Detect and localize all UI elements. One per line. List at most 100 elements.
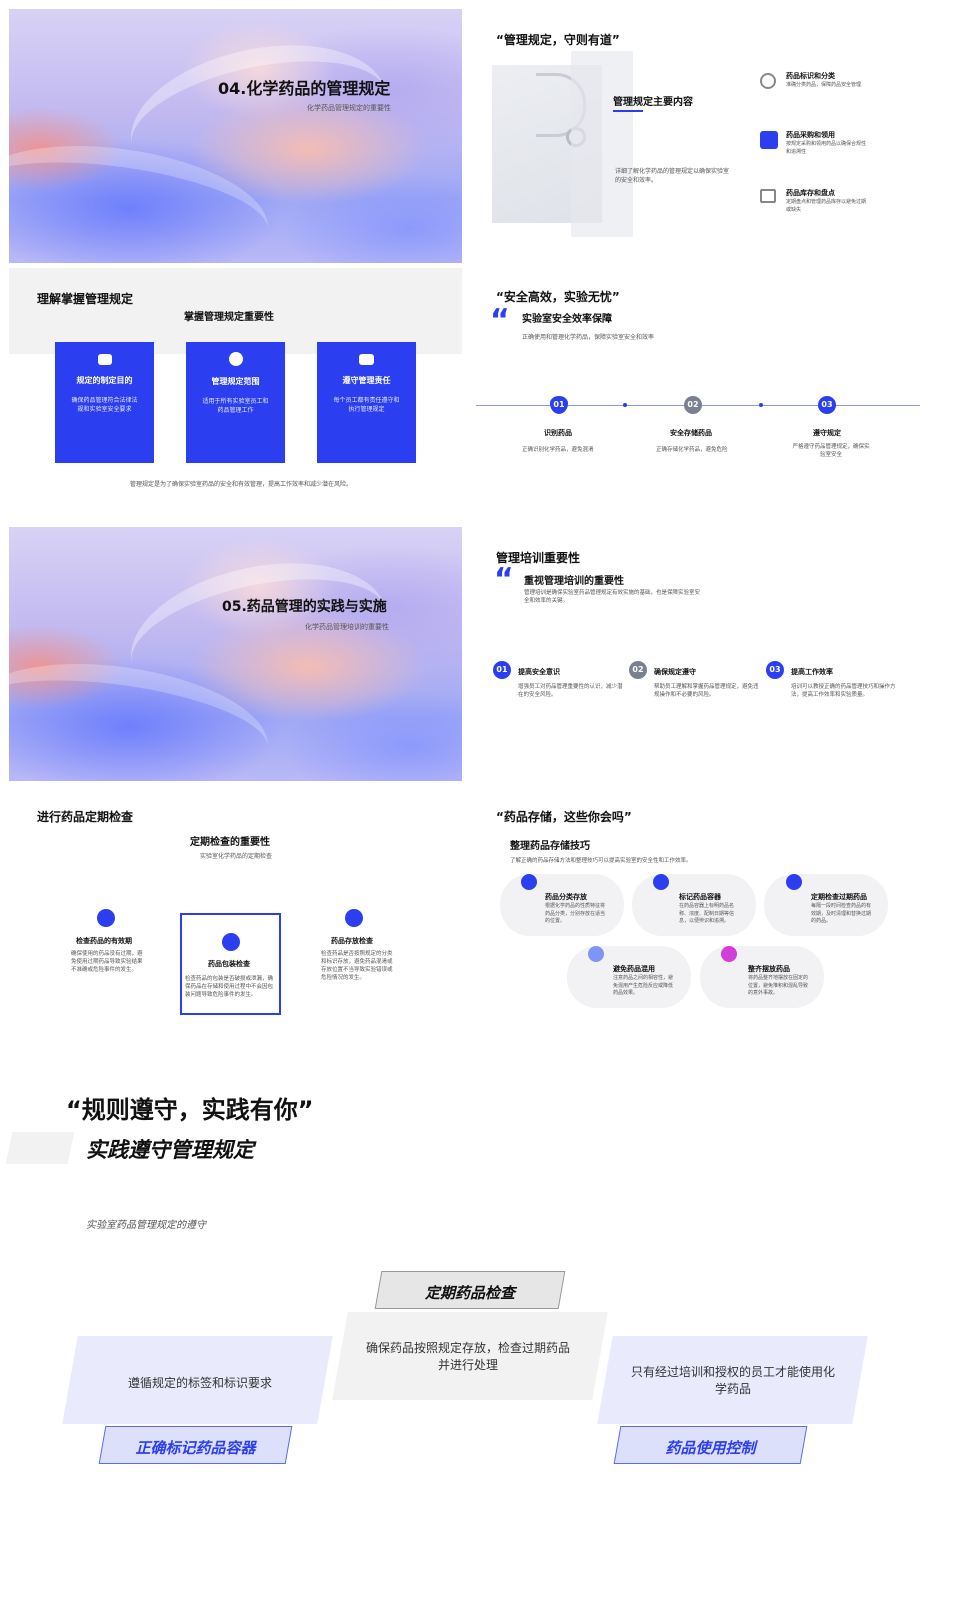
slide-heading: 重视管理培训的重要性	[524, 576, 624, 587]
chapter-title: 05.药品管理的实践与实施	[222, 599, 387, 615]
right-label: 药品使用控制	[665, 1439, 756, 1457]
overlay-panel	[571, 51, 633, 237]
step-number: 02	[684, 396, 702, 414]
card-title: 规定的制定目的	[76, 376, 133, 385]
screen-icon	[760, 131, 778, 149]
slide-safety-efficiency: “安全高效，实验无忧” “ 实验室安全效率保障 正确使用和管理化学药品，保障实验…	[476, 268, 929, 498]
step-desc: 正确识别化学药品，避免混淆	[522, 447, 594, 453]
item-desc: 定期盘点和管理药品库存以避免过期或缺失	[786, 199, 867, 213]
tip-card	[500, 874, 624, 936]
tip-card	[700, 946, 824, 1008]
item-title: 药品包装检查	[208, 960, 250, 968]
slide-desc: 管理培训是确保实验室药品管理规定有效实施的基础，也是保障实验室安全和效率的关键。	[524, 590, 701, 604]
slide-quote: “规则遵守，实践有你”	[66, 1096, 314, 1124]
step-title: 遵守规定	[813, 429, 841, 437]
slide-title: 理解掌握管理规定	[37, 292, 134, 306]
tip-desc: 注意药品之间的相容性，避免混用产生危险反应或降低药品效果。	[613, 975, 674, 996]
slide-footer: 管理规定是为了确保实验室药品的安全和有效管理，提高工作效率和减少潜在风险。	[130, 481, 353, 488]
card-responsibility: 遵守管理责任 每个员工都有责任遵守和执行管理规定	[317, 342, 416, 463]
slide-quote: “药品存储，这些你会吗”	[496, 810, 632, 824]
card-title: 管理规定范围	[211, 377, 260, 386]
slide-desc: 了解正确的药品存储方法和整理技巧可以提高实验室的安全性和工作效率。	[510, 858, 692, 864]
tip-card	[632, 874, 756, 936]
slide-understand-regulations: 理解掌握管理规定 掌握管理规定重要性 规定的制定目的 确保药品管理符合法律法规和…	[9, 268, 462, 498]
slide-training-importance: 管理培训重要性 “ 重视管理培训的重要性 管理培训是确保实验室药品管理规定有效实…	[476, 527, 929, 781]
image-icon	[97, 909, 115, 927]
left-label: 正确标记药品容器	[135, 1439, 256, 1457]
briefcase-icon	[97, 354, 112, 365]
center-panel-text: 确保药品按照规定存放，检查过期药品并进行处理	[366, 1341, 571, 1372]
mail-icon	[588, 946, 604, 962]
slide-caption: 实验室化学药品的定期检查	[200, 853, 273, 860]
slide-chapter-05: 05.药品管理的实践与实施 化学药品管理培训的重要性	[9, 527, 462, 781]
step-title: 安全存储药品	[670, 429, 712, 437]
item-desc: 准确分类药品，保障药品安全管理	[786, 82, 862, 88]
item-title: 药品采购和领用	[786, 131, 835, 139]
tip-card	[764, 874, 888, 936]
slide-heading: 实验室安全效率保障	[522, 314, 612, 325]
tip-card	[567, 946, 691, 1008]
camera-icon	[760, 73, 776, 89]
card-title: 遵守管理责任	[342, 376, 391, 385]
slide-title: 进行药品定期检查	[37, 810, 134, 824]
card-desc: 每个员工都有责任遵守和执行管理规定	[333, 397, 400, 413]
step-desc: 正确存储化学药品，避免危险	[656, 447, 728, 453]
step-title: 识别药品	[544, 429, 572, 437]
item-number: 02	[629, 661, 647, 679]
item-desc: 确保使用的药品没有过期，避免使用过期药品导致实验结果不准确或危险事件的发生。	[71, 951, 143, 973]
item-title: 药品库存和盘点	[786, 189, 835, 197]
tip-title: 避免药品混用	[613, 965, 655, 973]
slide-caption: 实验室药品管理规定的遵守	[86, 1220, 206, 1231]
slide-storage-tips: “药品存储，这些你会吗” 整理药品存储技巧 了解正确的药品存储方法和整理技巧可以…	[476, 786, 929, 1040]
highlight-box	[180, 913, 281, 1015]
item-title: 提高工作效率	[791, 668, 833, 676]
content-desc: 详细了解化学药品的管理规定以确保实验室的安全和效率。	[615, 168, 730, 184]
tip-desc: 在药品容器上标明药品名称、浓度、配制日期等信息，以便辨识和追溯。	[679, 903, 735, 924]
item-number: 01	[493, 661, 511, 679]
tip-desc: 每隔一段时间检查药品的有效期，及时清理和替换过期的药品。	[811, 903, 872, 924]
flask-icon	[345, 909, 363, 927]
quote-icon: “	[494, 562, 514, 597]
center-label: 定期药品检查	[424, 1284, 515, 1302]
medical-icon	[721, 946, 737, 962]
card-desc: 适用于所有实验室员工和药品管理工作	[202, 398, 269, 414]
item-desc: 按规定采购和领用药品以确保合规性和追溯性	[786, 141, 867, 155]
item-desc: 增强员工对药品管理重要性的认识，减少潜在的安全风险。	[518, 684, 623, 698]
item-desc: 检查药品的包装是否破损或泄漏，确保药品在存储和使用过程中不会因包装问题导致危险事…	[185, 976, 274, 998]
chapter-subtitle: 化学药品管理规定的重要性	[307, 104, 391, 112]
card-purpose: 规定的制定目的 确保药品管理符合法律法规和实验室安全要求	[55, 342, 154, 463]
content-heading: 管理规定主要内容	[613, 97, 693, 108]
chapter-subtitle: 化学药品管理培训的重要性	[305, 623, 389, 631]
item-desc: 检查药品是否按照规定的分类和标识存放，避免药品混淆或存放位置不当导致实验错误或危…	[321, 951, 393, 981]
printer-icon	[760, 189, 776, 203]
tip-title: 药品分类存放	[545, 893, 587, 901]
tip-desc: 根据化学药品的性质特征将药品分类，分别存放在适当的位置。	[545, 903, 606, 924]
chapter-title: 04.化学药品的管理规定	[218, 79, 391, 98]
item-title: 检查药品的有效期	[76, 937, 132, 945]
card-scope: 管理规定范围 适用于所有实验室员工和药品管理工作	[186, 342, 285, 463]
box-icon	[786, 874, 802, 890]
slide-subtitle: 定期检查的重要性	[190, 837, 270, 848]
image-icon	[521, 874, 537, 890]
step-number: 01	[550, 396, 568, 414]
timeline-dot	[623, 403, 627, 407]
step-desc: 严格遵守药品管理规定，确保实验室安全	[792, 444, 870, 458]
item-title: 药品存放检查	[331, 937, 373, 945]
tip-desc: 将药品整齐地摆放在固定的位置，避免堆积和混乱导致的意外事故。	[748, 975, 809, 996]
slide-quote: “管理规定，守则有道”	[496, 33, 620, 47]
item-desc: 帮助员工理解和掌握药品管理规定，避免违规操作和不必要的风险。	[654, 684, 759, 698]
slide-quote: “安全高效，实验无忧”	[496, 290, 620, 304]
slide-practice-compliance: “规则遵守，实践有你” 实践遵守管理规定 实验室药品管理规定的遵守 遵循规定的标…	[0, 1060, 960, 1620]
tip-title: 整齐摆放药品	[748, 965, 790, 973]
heading-underline	[613, 110, 643, 112]
step-number: 03	[818, 396, 836, 414]
target-icon	[653, 874, 669, 890]
left-panel-text: 遵循规定的标签和标识要求	[127, 1376, 272, 1390]
slide-regulation-content: “管理规定，守则有道” 管理规定主要内容 详细了解化学药品的管理规定以确保实验室…	[476, 9, 929, 263]
slide-heading: 实践遵守管理规定	[86, 1138, 254, 1162]
slide-title: 管理培训重要性	[496, 551, 581, 565]
slide-chapter-04: 04.化学药品的管理规定 化学药品管理规定的重要性	[9, 9, 462, 263]
quote-icon: “	[490, 303, 510, 338]
slide-desc: 正确使用和管理化学药品，保障实验室安全和效率	[522, 334, 655, 341]
document-icon	[222, 933, 240, 951]
